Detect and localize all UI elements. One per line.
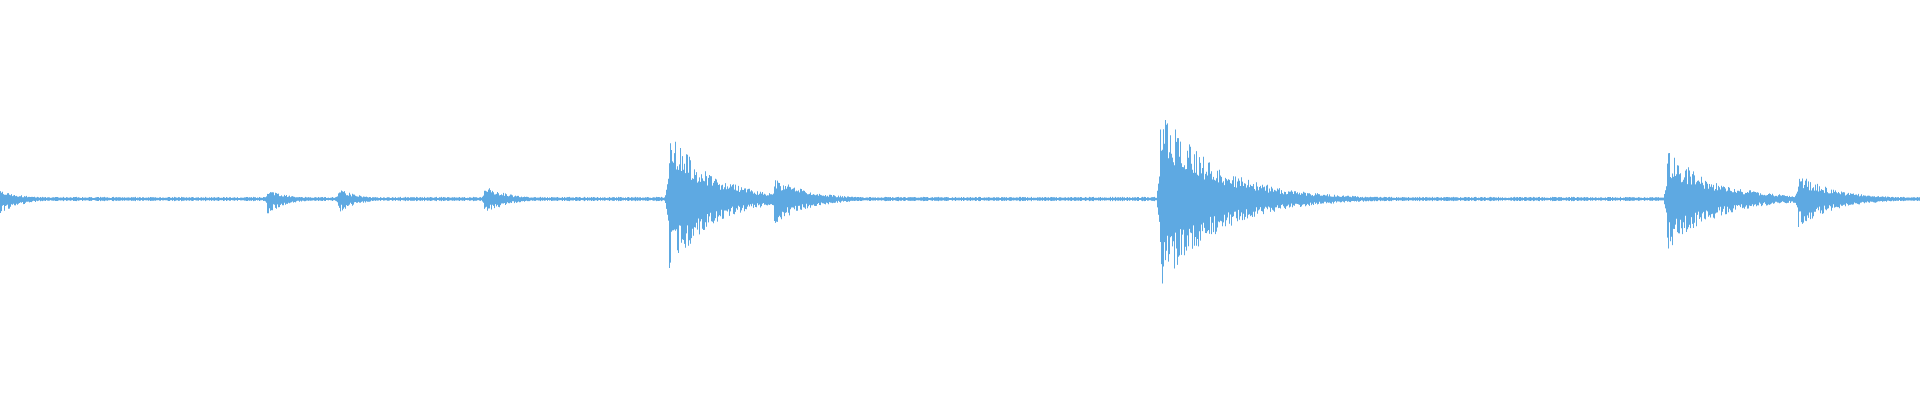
waveform-bars <box>0 120 1920 284</box>
waveform-path <box>0 120 1920 284</box>
